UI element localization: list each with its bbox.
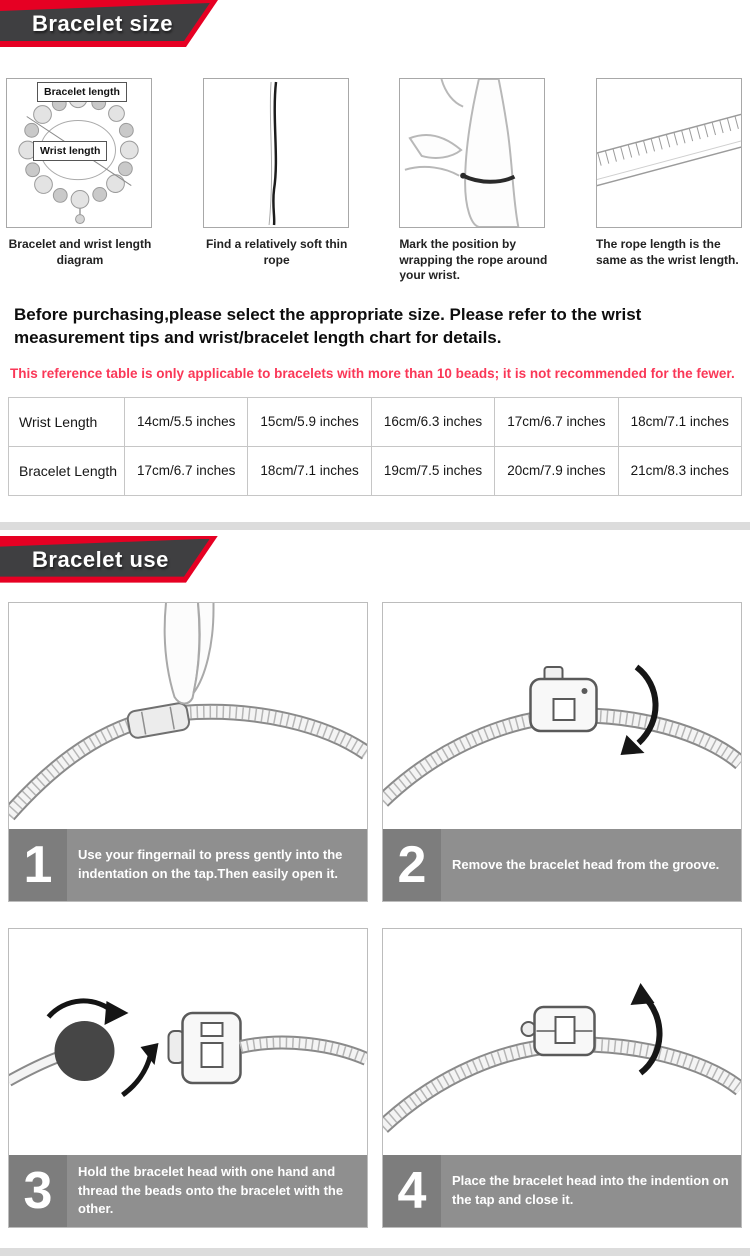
usage-steps-grid: 1 Use your fingernail to press gently in… [0,601,750,1228]
wrist-length-label: Wrist length [33,141,108,161]
section-title-bracelet-size: Bracelet size [32,11,174,36]
step-number: 4 [383,1154,441,1227]
rope-image [202,78,349,228]
step-3-illustration [9,998,367,1097]
table-cell: 17cm/6.7 inches [494,396,619,447]
measure-step-ruler: The rope length is the same as the wrist… [595,78,744,284]
bracelet-diagram-image: Bracelet length Wrist length [6,78,152,228]
reference-table-note: This reference table is only applicable … [10,365,735,381]
table-row-wrist: Wrist Length 14cm/5.5 inches 15cm/5.9 in… [8,396,743,447]
ribbon-banner: Bracelet use [0,539,212,577]
step-instruction: Hold the bracelet head with one hand and… [78,1164,344,1216]
table-cell: 18cm/7.1 inches [247,445,372,496]
step-1-illustration [9,602,367,820]
step-instruction: Remove the bracelet head from the groove… [452,856,720,872]
step-number: 2 [383,828,441,901]
step-4-illustration [383,982,741,1133]
step-caption-bar: 3 Hold the bracelet head with one hand a… [9,1154,367,1227]
table-cell: 17cm/6.7 inches [123,445,249,496]
bottom-divider [0,1247,750,1256]
bracelet-length-label: Bracelet length [37,82,127,102]
measure-caption-ruler: The rope length is the same as the wrist… [595,237,739,267]
section-header-bracelet-size: Bracelet size [0,0,750,50]
step-number: 3 [9,1154,67,1227]
table-cell: 20cm/7.9 inches [494,445,619,496]
table-cell: 18cm/7.1 inches [617,396,743,447]
ruler-image [595,78,742,228]
measure-caption-diagram: Bracelet and wrist length diagram [8,237,152,267]
row-header-wrist-length: Wrist Length [8,396,125,447]
table-cell: 14cm/5.5 inches [123,396,249,447]
table-cell: 16cm/6.3 inches [370,396,496,447]
step-caption-bar: 1 Use your fingernail to press gently in… [9,828,367,901]
size-selection-intro: Before purchasing,please select the appr… [14,304,642,347]
wrap-wrist-image [399,78,546,228]
step-number: 1 [9,828,67,901]
row-header-bracelet-length: Bracelet Length [8,445,125,496]
measure-caption-rope: Find a relatively soft thin rope [205,237,348,267]
measure-step-wrap: Mark the position by wrapping the rope a… [399,78,547,284]
usage-step-1: 1 Use your fingernail to press gently in… [8,601,368,902]
rope-illustration [268,81,277,226]
usage-step-2: 2 Remove the bracelet head from the groo… [382,601,742,902]
measure-step-rope: Find a relatively soft thin rope [202,78,351,284]
step-caption-bar: 2 Remove the bracelet head from the groo… [383,828,741,901]
usage-step-3: 3 Hold the bracelet head with one hand a… [8,927,368,1228]
table-cell: 21cm/8.3 inches [617,445,743,496]
step-instruction: Use your fingernail to press gently into… [78,847,343,881]
step-instruction: Place the bracelet head into the indenti… [452,1173,729,1207]
usage-step-4: 4 Place the bracelet head into the inden… [382,927,742,1228]
section-title-bracelet-use: Bracelet use [32,546,169,572]
table-cell: 19cm/7.5 inches [370,445,496,496]
size-chart-table: Wrist Length 14cm/5.5 inches 15cm/5.9 in… [8,396,743,496]
table-row-bracelet: Bracelet Length 17cm/6.7 inches 18cm/7.1… [8,445,743,496]
measurement-steps-row: Bracelet length Wrist length Bracelet an… [0,78,750,284]
wrap-wrist-illustration [404,79,520,227]
step-2-illustration [383,664,741,807]
table-cell: 15cm/5.9 inches [247,396,372,447]
section-divider [0,521,750,530]
measure-step-diagram: Bracelet length Wrist length Bracelet an… [6,78,154,284]
section-header-bracelet-use: Bracelet use [0,536,750,586]
step-caption-bar: 4 Place the bracelet head into the inden… [383,1154,741,1227]
ruler-illustration [596,107,741,192]
measure-caption-wrap: Mark the position by wrapping the rope a… [399,237,548,283]
